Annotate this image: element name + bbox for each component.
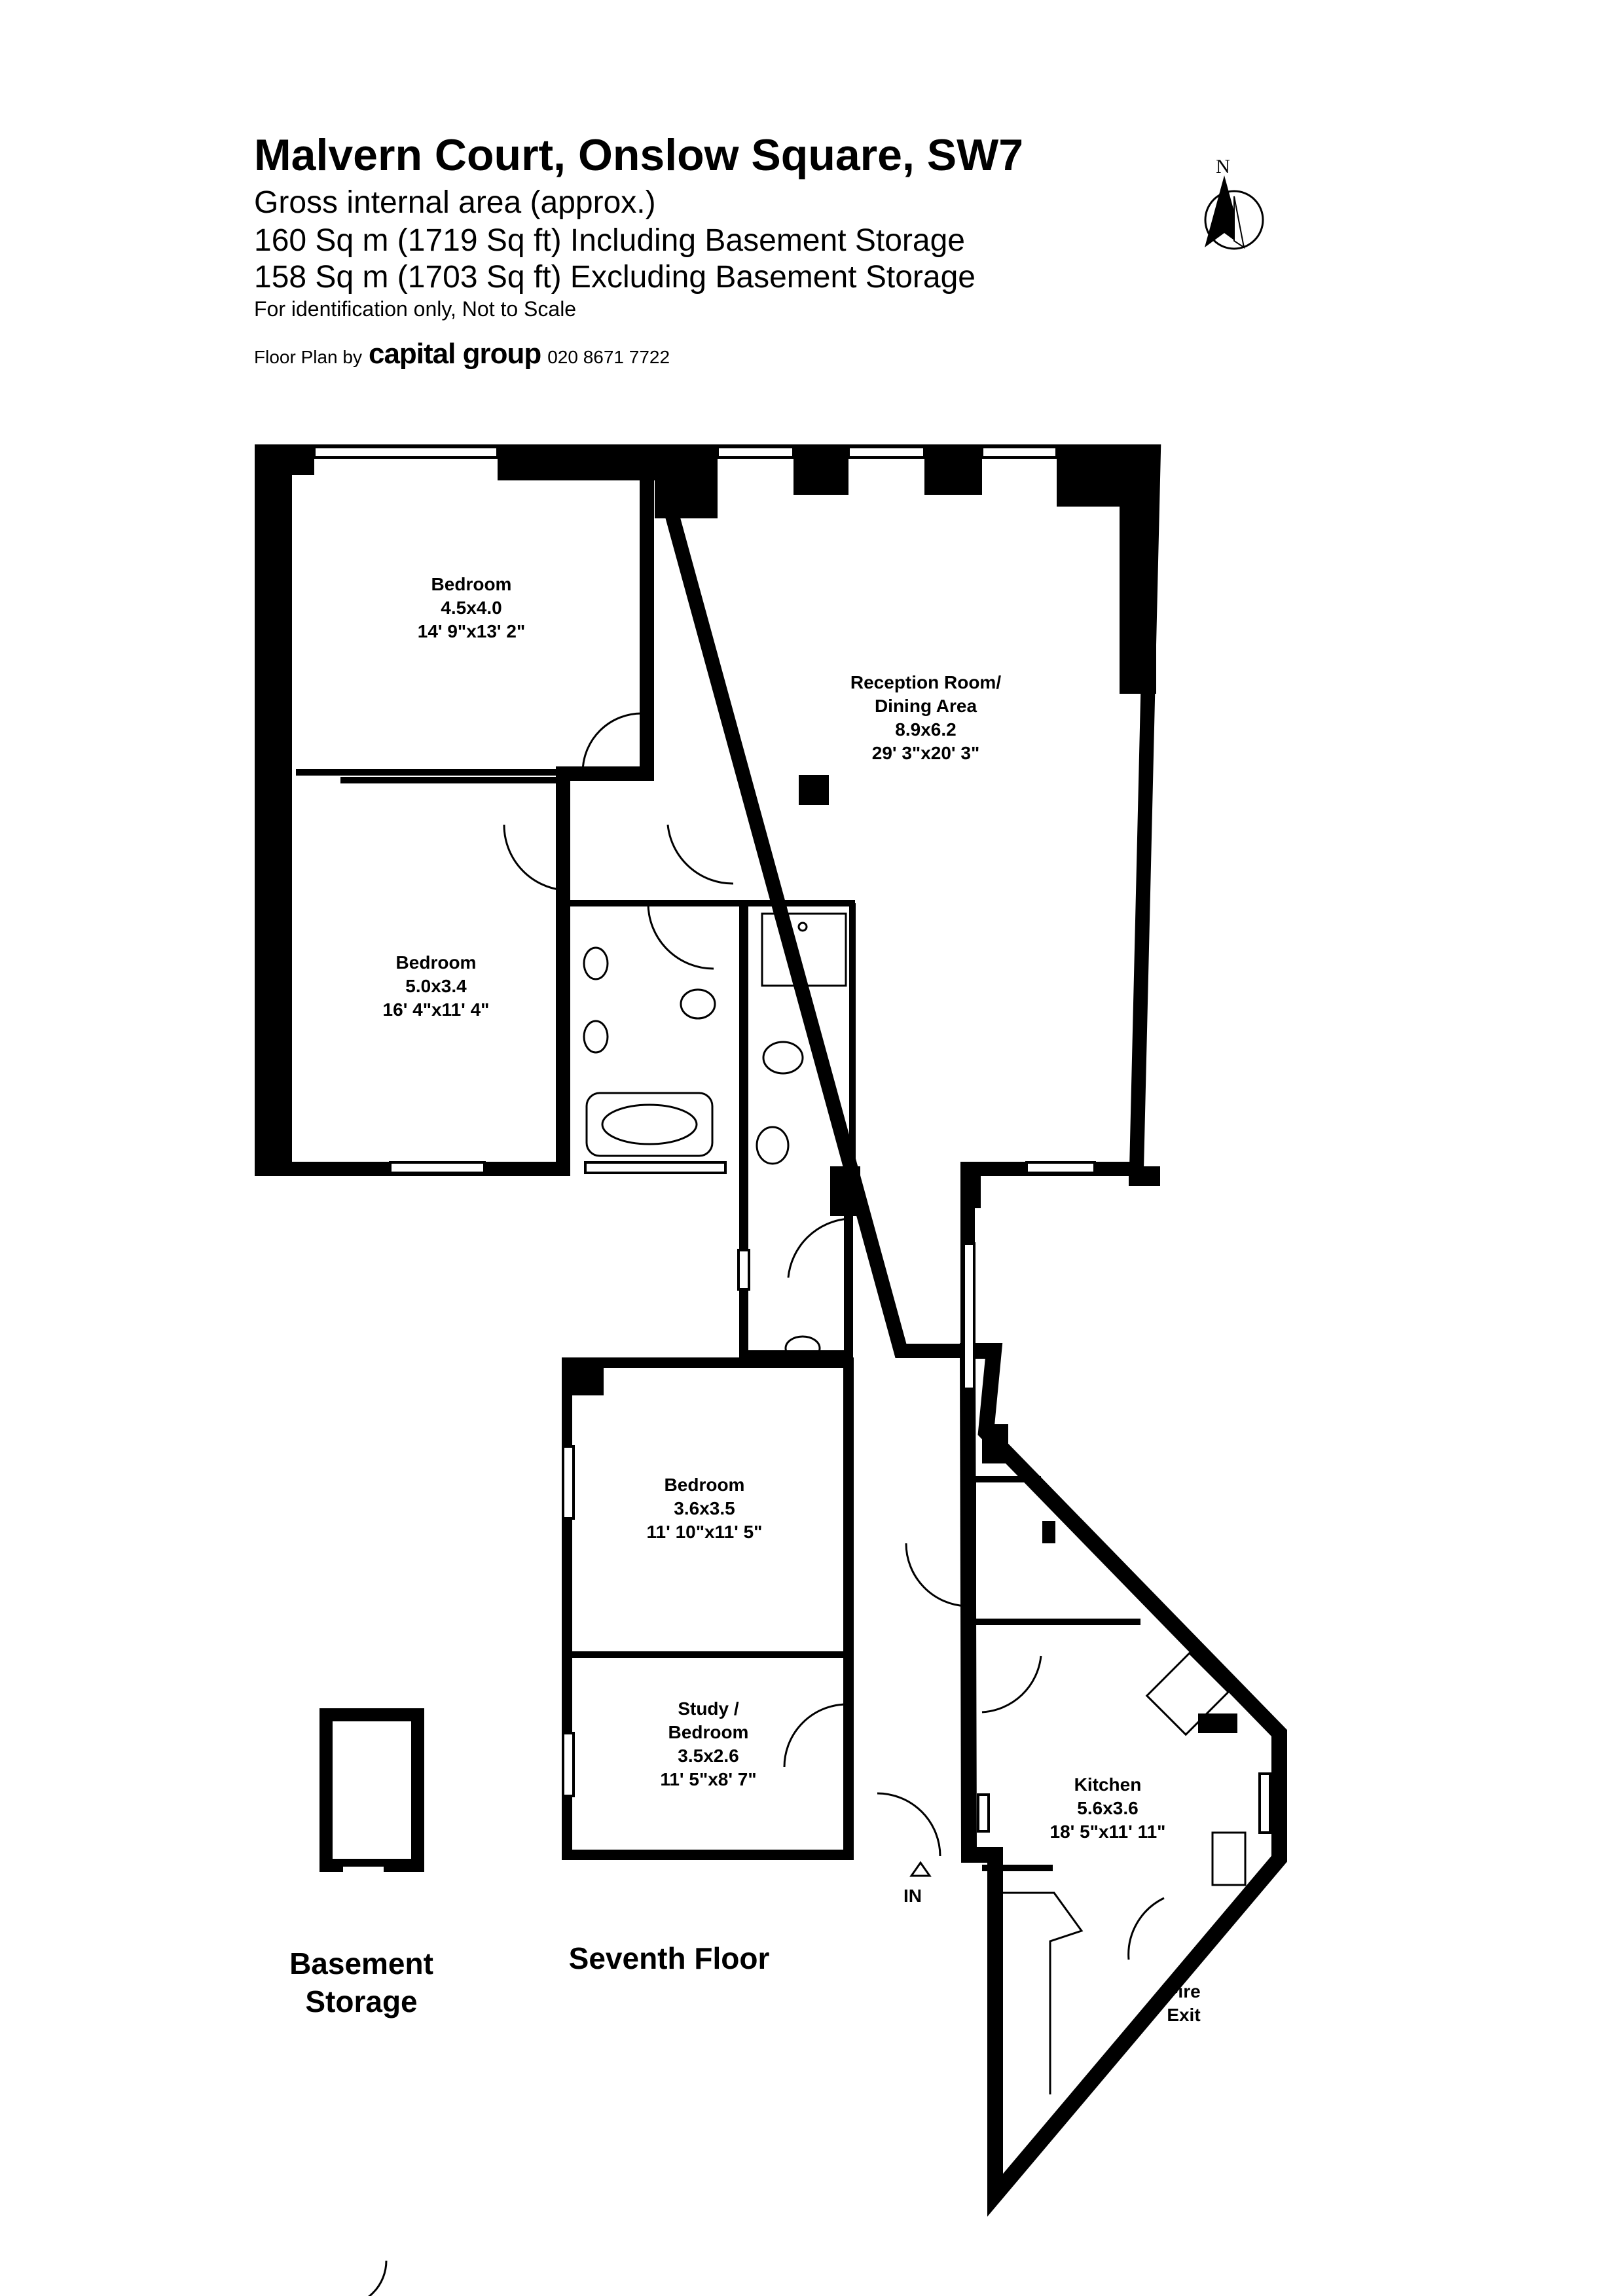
- room-name-reception-2: Dining Area: [875, 696, 977, 716]
- room-labels: Bedroom 4.5x4.0 14' 9"x13' 2" Reception …: [383, 574, 1201, 2025]
- wall-masses: [261, 445, 1237, 1733]
- room-metric-bedroom-2: 5.0x3.4: [405, 976, 467, 996]
- room-name-bedroom-3: Bedroom: [665, 1475, 745, 1495]
- disclaimer-note: For identification only, Not to Scale: [254, 297, 577, 321]
- interior-partitions: [296, 769, 1140, 1871]
- credit-phone: 020 8671 7722: [547, 347, 670, 367]
- room-imperial-bedroom-3: 11' 10"x11' 5": [647, 1522, 763, 1542]
- room-name-kitchen: Kitchen: [1074, 1774, 1142, 1795]
- kitchen-fixtures: [993, 1651, 1247, 2094]
- bathroom-fixtures: [583, 912, 847, 1361]
- credit-prefix: Floor Plan by: [254, 347, 362, 367]
- room-imperial-bedroom-1: 14' 9"x13' 2": [418, 621, 525, 641]
- room-metric-study: 3.5x2.6: [678, 1746, 739, 1766]
- entrance-label: IN: [903, 1886, 922, 1906]
- fire-exit-label-2: Exit: [1167, 2005, 1200, 2025]
- exterior-walls: [255, 444, 1287, 2217]
- plan-title: Malvern Court, Onslow Square, SW7: [254, 130, 1024, 180]
- door-swings: [368, 712, 1165, 2296]
- room-imperial-bedroom-2: 16' 4"x11' 4": [383, 999, 490, 1020]
- floor-name-label: Seventh Floor: [569, 1941, 770, 1975]
- room-name-reception-1: Reception Room/: [850, 672, 1001, 692]
- brand-logo: capital group: [368, 338, 541, 370]
- fire-exit-label-1: Fire: [1167, 1981, 1200, 2001]
- room-name-study-1: Study /: [678, 1698, 739, 1719]
- room-metric-bedroom-1: 4.5x4.0: [441, 598, 501, 618]
- north-compass-icon: N: [1204, 156, 1264, 250]
- entrance-arrow-icon: [909, 1861, 932, 1877]
- room-name-study-2: Bedroom: [668, 1722, 749, 1742]
- credit-line: Floor Plan by capital group 020 8671 772…: [254, 338, 670, 370]
- area-including-storage: 160 Sq m (1719 Sq ft) Including Basement…: [254, 223, 965, 258]
- compass-label: N: [1216, 156, 1230, 177]
- room-name-bedroom-1: Bedroom: [431, 574, 512, 594]
- room-imperial-study: 11' 5"x8' 7": [660, 1769, 756, 1789]
- room-metric-reception: 8.9x6.2: [895, 719, 956, 740]
- area-excluding-storage: 158 Sq m (1703 Sq ft) Excluding Basement…: [254, 260, 976, 295]
- basement-storage-outline: [319, 1708, 424, 1872]
- room-metric-bedroom-3: 3.6x3.5: [674, 1498, 735, 1518]
- room-imperial-kitchen: 18' 5"x11' 11": [1050, 1821, 1166, 1842]
- basement-label-1: Basement: [289, 1946, 433, 1981]
- windows: [313, 446, 1271, 1834]
- area-heading: Gross internal area (approx.): [254, 185, 656, 220]
- basement-label-2: Storage: [305, 1984, 417, 2018]
- room-imperial-reception: 29' 3"x20' 3": [872, 743, 979, 763]
- floor-labels: Basement Storage Seventh Floor: [289, 1941, 769, 2018]
- room-metric-kitchen: 5.6x3.6: [1077, 1798, 1138, 1818]
- room-name-bedroom-2: Bedroom: [396, 952, 477, 973]
